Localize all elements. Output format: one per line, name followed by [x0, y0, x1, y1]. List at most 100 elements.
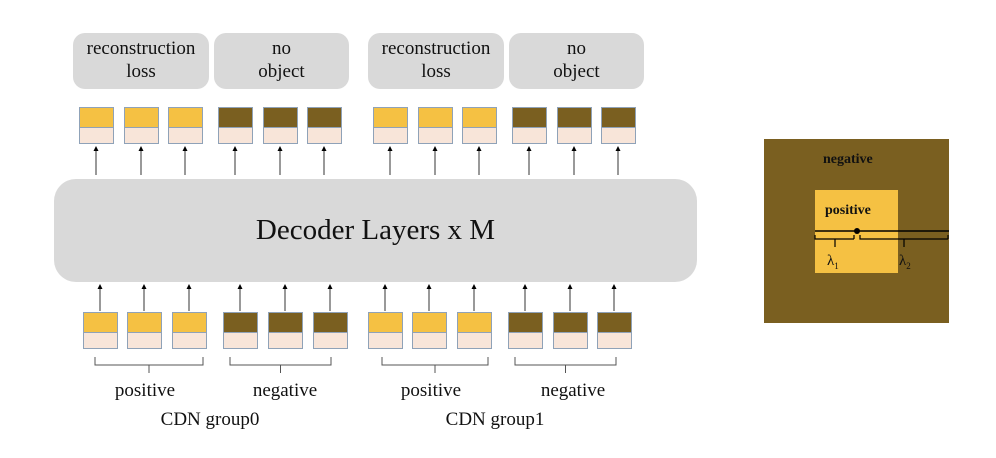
group0-negative-label: negative	[252, 380, 318, 401]
group-brace	[229, 357, 332, 373]
label-line: object	[553, 61, 600, 82]
group1-negative-label: negative	[540, 380, 606, 401]
output-query-7	[418, 107, 453, 144]
negative-embedding	[264, 108, 297, 128]
output-query-4	[263, 107, 298, 144]
arrow-head	[321, 146, 327, 151]
lambda1-brace	[814, 235, 855, 247]
input-query-7	[412, 312, 447, 349]
output-query-10	[557, 107, 592, 144]
arrow-head	[476, 146, 482, 151]
label-line: loss	[126, 61, 156, 82]
label-line: reconstruction	[86, 38, 196, 59]
arrow-head	[97, 284, 103, 289]
arrow-head	[277, 146, 283, 151]
arrow-head	[387, 146, 393, 151]
negative-embedding	[554, 313, 587, 333]
negative-embedding	[308, 108, 341, 128]
arrow-head	[138, 146, 144, 151]
arrow-head	[282, 284, 288, 289]
arrow-head	[327, 284, 333, 289]
output-query-8	[462, 107, 497, 144]
arrow-head	[237, 284, 243, 289]
arrow-head	[471, 284, 477, 289]
output-query-0	[79, 107, 114, 144]
output-query-2	[168, 107, 203, 144]
lambda2-label: λ2	[899, 253, 911, 271]
input-query-11	[597, 312, 632, 349]
negative-embedding	[558, 108, 591, 128]
lambda2-brace	[859, 235, 949, 247]
arrow-head	[522, 284, 528, 289]
positive-region-label: positive	[825, 203, 871, 218]
negative-embedding	[269, 313, 302, 333]
arrow-head	[611, 284, 617, 289]
positive-embedding	[463, 108, 496, 128]
arrow-head	[186, 284, 192, 289]
positive-embedding	[369, 313, 402, 333]
positive-embedding	[458, 313, 491, 333]
group1-name: CDN group1	[445, 409, 545, 430]
arrow-head	[432, 146, 438, 151]
arrow-head	[232, 146, 238, 151]
arrow-head	[526, 146, 532, 151]
arrow-head	[615, 146, 621, 151]
lambda2-symbol: λ	[899, 253, 907, 269]
positive-embedding	[173, 313, 206, 333]
input-query-8	[457, 312, 492, 349]
decoder-label: Decoder Layers x M	[255, 214, 496, 246]
positive-embedding	[413, 313, 446, 333]
group-brace	[94, 357, 204, 373]
positive-embedding	[374, 108, 407, 128]
arrow-head	[567, 284, 573, 289]
group0-name: CDN group0	[160, 409, 260, 430]
input-query-9	[508, 312, 543, 349]
output-query-5	[307, 107, 342, 144]
group-brace	[514, 357, 617, 373]
negative-embedding	[314, 313, 347, 333]
center-dot	[854, 228, 860, 234]
arrow-head	[382, 284, 388, 289]
label-line: no	[272, 38, 291, 59]
group-brace	[381, 357, 489, 373]
input-query-10	[553, 312, 588, 349]
lambda2-subscript: 2	[906, 261, 911, 271]
label-line: reconstruction	[381, 38, 491, 59]
positive-embedding	[125, 108, 158, 128]
output-query-1	[124, 107, 159, 144]
negative-embedding	[513, 108, 546, 128]
output-query-3	[218, 107, 253, 144]
input-query-2	[172, 312, 207, 349]
input-query-0	[83, 312, 118, 349]
input-query-5	[313, 312, 348, 349]
group1-positive-label: positive	[400, 380, 462, 401]
negative-embedding	[224, 313, 257, 333]
input-query-1	[127, 312, 162, 349]
positive-embedding	[419, 108, 452, 128]
positive-embedding	[84, 313, 117, 333]
no-object-label-0: no object	[214, 33, 349, 89]
input-query-6	[368, 312, 403, 349]
lambda1-subscript: 1	[834, 261, 839, 271]
output-query-9	[512, 107, 547, 144]
no-object-label-1: no object	[509, 33, 644, 89]
negative-embedding	[509, 313, 542, 333]
negative-embedding	[219, 108, 252, 128]
positive-embedding	[169, 108, 202, 128]
lambda1-label: λ1	[827, 253, 839, 271]
arrow-head	[182, 146, 188, 151]
group0-positive-label: positive	[114, 380, 176, 401]
output-query-11	[601, 107, 636, 144]
lambda1-symbol: λ	[827, 253, 835, 269]
positive-embedding	[80, 108, 113, 128]
arrow-head	[571, 146, 577, 151]
label-line: loss	[421, 61, 451, 82]
arrow-head	[426, 284, 432, 289]
decoder-layers-block: Decoder Layers x M	[54, 179, 697, 282]
positive-embedding	[128, 313, 161, 333]
label-line: no	[567, 38, 586, 59]
negative-region-label: negative	[823, 152, 873, 167]
arrow-head	[141, 284, 147, 289]
